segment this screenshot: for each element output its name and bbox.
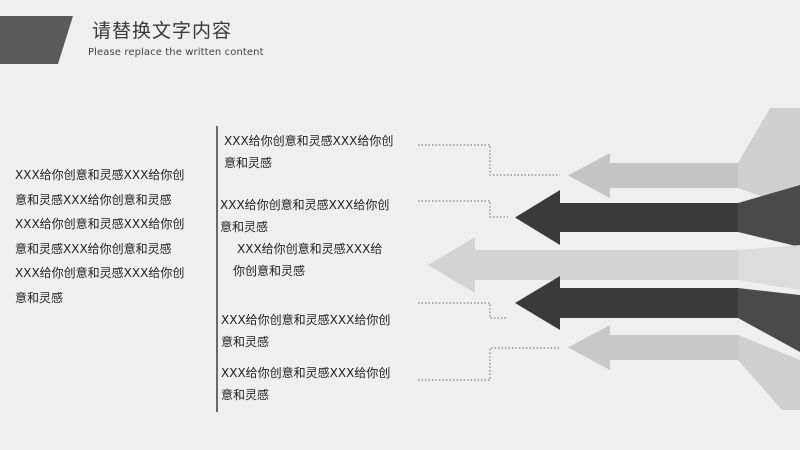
item-line: 意和灵感 bbox=[221, 335, 270, 349]
connector-5 bbox=[418, 347, 560, 381]
connector-4 bbox=[418, 302, 508, 319]
connector-1 bbox=[418, 144, 560, 176]
item-line: XXX给你创意和灵感XXX给 bbox=[237, 242, 383, 256]
item-4: XXX给你创意和灵感XXX给你创 意和灵感 bbox=[221, 309, 390, 353]
left-line: 意和灵感XXX给你创意和灵感 bbox=[15, 192, 172, 207]
item-line: 意和灵感 bbox=[220, 220, 269, 234]
arrow-5 bbox=[568, 325, 738, 370]
left-line: 意和灵感XXX给你创意和灵感 bbox=[15, 241, 172, 256]
item-3: XXX给你创意和灵感XXX给 你创意和灵感 bbox=[233, 238, 383, 282]
arrow-3 bbox=[428, 237, 738, 293]
page-subtitle: Please replace the written content bbox=[88, 47, 264, 58]
header-bar bbox=[0, 16, 73, 64]
item-line: XXX给你创意和灵感XXX给你创 bbox=[224, 134, 394, 148]
arrow-1 bbox=[568, 153, 738, 198]
item-2: XXX给你创意和灵感XXX给你创 意和灵感 bbox=[220, 194, 389, 238]
page-title: 请替换文字内容 bbox=[92, 20, 233, 42]
item-line: XXX给你创意和灵感XXX给你创 bbox=[221, 313, 391, 327]
connector-2 bbox=[418, 200, 508, 218]
left-line: XXX给你创意和灵感XXX给你创 bbox=[15, 168, 185, 182]
left-paragraph: XXX给你创意和灵感XXX给你创 意和灵感XXX给你创意和灵感 XXX给你创意和… bbox=[15, 163, 220, 310]
vertical-divider bbox=[216, 126, 218, 412]
item-line: XXX给你创意和灵感XXX给你创 bbox=[221, 366, 391, 380]
ray-4 bbox=[738, 288, 800, 352]
ray-3 bbox=[738, 245, 800, 290]
item-line: 意和灵感 bbox=[224, 156, 273, 170]
connectors bbox=[418, 144, 560, 381]
ray-1 bbox=[738, 108, 800, 210]
ray-2 bbox=[738, 185, 800, 247]
arrow-4 bbox=[515, 276, 738, 330]
item-line: XXX给你创意和灵感XXX给你创 bbox=[220, 198, 390, 212]
item-1: XXX给你创意和灵感XXX给你创 意和灵感 bbox=[224, 130, 393, 174]
item-line: 意和灵感 bbox=[221, 388, 270, 402]
left-line: 意和灵感 bbox=[15, 290, 64, 305]
item-line: 你创意和灵感 bbox=[233, 264, 306, 278]
left-line: XXX给你创意和灵感XXX给你创 bbox=[15, 266, 185, 280]
left-line: XXX给你创意和灵感XXX给你创 bbox=[15, 217, 185, 231]
ray-5 bbox=[738, 335, 800, 410]
item-5: XXX给你创意和灵感XXX给你创 意和灵感 bbox=[221, 362, 390, 406]
arrow-2 bbox=[515, 190, 738, 245]
